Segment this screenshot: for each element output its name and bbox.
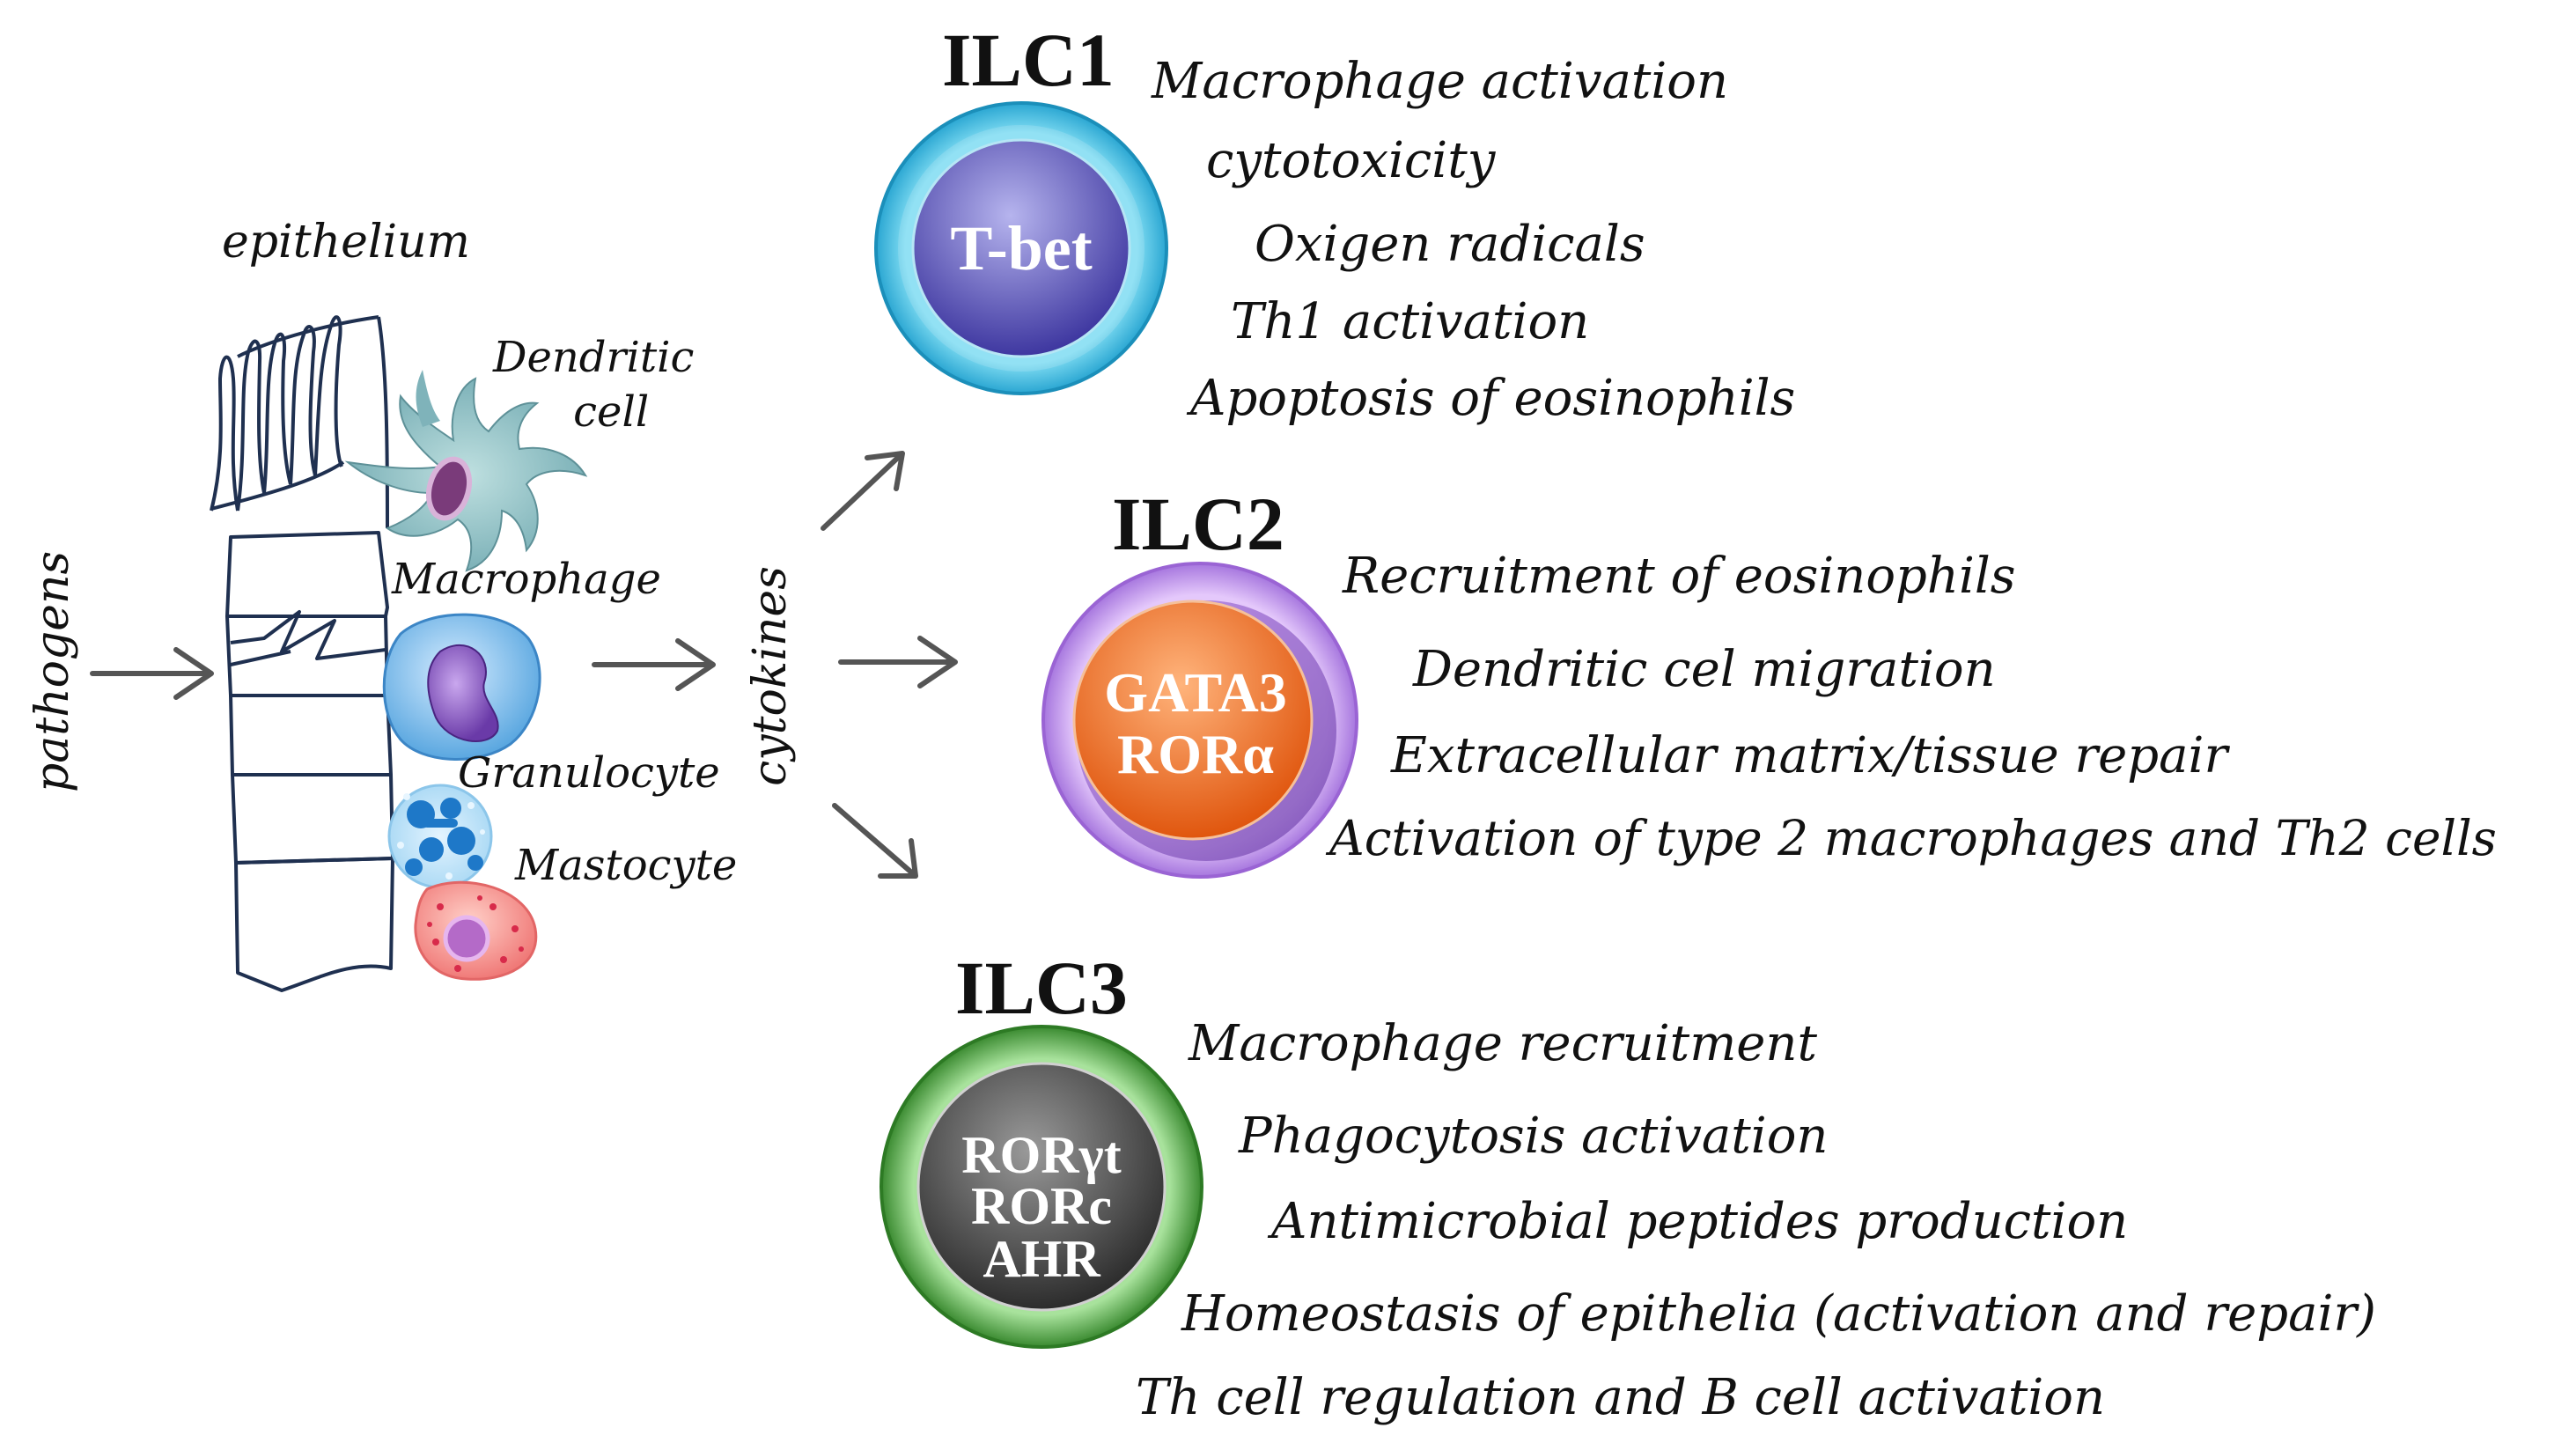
ilc3-function-2: Phagocytosis activation	[1239, 1108, 1829, 1165]
mastocyte-illustration	[414, 880, 538, 981]
dendritic-cell-illustration	[344, 370, 588, 572]
ilc2-function-1: Recruitment of eosinophils	[1343, 548, 2016, 605]
macrophage-illustration	[382, 613, 541, 761]
ilc1-core-line-1: T-bet	[950, 213, 1092, 283]
granulocyte-label: Granulocyte	[458, 748, 720, 798]
ilc3-function-5: Th cell regulation and B cell activation	[1136, 1369, 2106, 1426]
ilc1-function-4: Th1 activation	[1231, 293, 1590, 350]
epithelium-label: epithelium	[222, 216, 470, 269]
arrow-to-ilc1	[821, 451, 905, 531]
ilc3-core-line-3: AHR	[983, 1230, 1100, 1288]
ilc1-function-2: cytotoxicity	[1206, 132, 1496, 189]
ilc2-cell: GATA3 RORα	[1041, 562, 1358, 879]
ilc1-function-1: Macrophage activation	[1152, 53, 1729, 110]
ilc3-core-line-1: RORγt	[961, 1126, 1121, 1184]
ilc1-title: ILC1	[942, 18, 1115, 102]
ilc3-core-line-2: RORc	[971, 1177, 1112, 1235]
macrophage-label: Macrophage	[392, 555, 661, 604]
ilc1-function-5: Apoptosis of eosinophils	[1190, 370, 1796, 427]
pathogen-arrow	[90, 647, 214, 700]
ilc2-core-line-2: RORα	[1117, 723, 1274, 785]
arrow-to-ilc3	[832, 803, 918, 879]
ilc2-function-3: Extracellular matrix/tissue repair	[1391, 727, 2228, 784]
epithelium-drawing	[210, 315, 394, 992]
ilc3-function-1: Macrophage recruitment	[1189, 1015, 1817, 1072]
arrow-to-ilc2	[838, 636, 958, 688]
ilc1-cell: T-bet	[874, 101, 1168, 395]
ilc3-function-3: Antimicrobial peptides production	[1271, 1193, 2129, 1250]
pathogens-label: pathogens	[26, 550, 79, 792]
ilc3-function-4: Homeostasis of epithelia (activation and…	[1181, 1285, 2376, 1343]
cytokine-arrow	[592, 638, 716, 691]
ilc3-cell: RORγt RORc AHR	[880, 1025, 1203, 1349]
ilc2-function-2: Dendritic cel migration	[1413, 641, 1996, 698]
ilc2-title: ILC2	[1112, 482, 1284, 566]
cytokines-label: cytokines	[744, 566, 797, 786]
dendritic-cell-label-line-1: Dendritic	[493, 333, 695, 382]
ilc1-function-3: Oxigen radicals	[1255, 216, 1645, 273]
ilc3-title: ILC3	[955, 946, 1128, 1030]
granulocyte-illustration	[387, 784, 493, 889]
dendritic-cell-label-line-2: cell	[573, 387, 650, 437]
arrows	[90, 451, 958, 879]
dendritic-cell-label: Dendritic cell	[493, 330, 694, 439]
ilc2-function-4: Activation of type 2 macrophages and Th2…	[1329, 810, 2497, 866]
mastocyte-label: Mastocyte	[515, 841, 738, 890]
ilc2-core-line-1: GATA3	[1104, 661, 1286, 724]
